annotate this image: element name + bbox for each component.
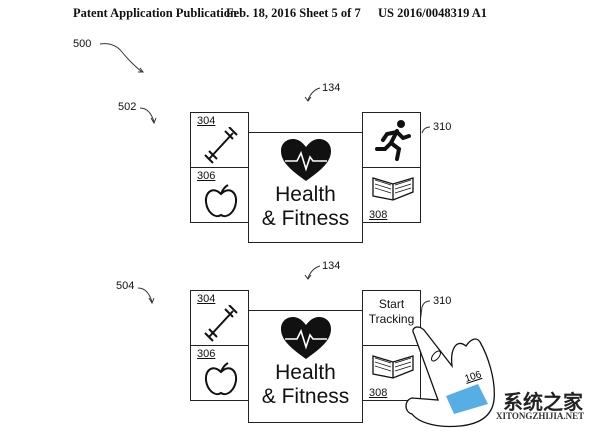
tile-label: 308 xyxy=(369,387,388,399)
tile-310-runner[interactable] xyxy=(362,112,421,168)
heart-pulse-icon xyxy=(280,317,331,359)
tile-title-line2: & Fitness xyxy=(261,207,350,230)
watermark-en: XITONGZHIJIA.NET xyxy=(496,411,585,421)
apple-icon xyxy=(204,184,238,218)
ref-310-top: 310 xyxy=(433,121,452,133)
start-tracking-line1: Start xyxy=(378,297,405,311)
ref-106: 106 xyxy=(464,369,484,385)
book-icon xyxy=(372,177,414,201)
ref-310-bottom: 310 xyxy=(433,295,452,307)
tile-308-book[interactable]: 308 xyxy=(362,345,421,401)
ref-500: 500 xyxy=(73,38,92,50)
runner-icon xyxy=(375,120,411,161)
apple-icon xyxy=(204,362,238,396)
start-tracking-line2: Tracking xyxy=(368,312,415,326)
tile-308-book[interactable]: 308 xyxy=(362,167,421,223)
tile-label: 306 xyxy=(197,170,216,182)
tile-306-apple[interactable]: 306 xyxy=(190,345,249,401)
tile-310-start-tracking[interactable]: Start Tracking xyxy=(362,290,421,346)
book-icon xyxy=(372,355,414,379)
tile-304-dumbbell[interactable]: 304 xyxy=(190,112,249,168)
tile-label: 306 xyxy=(197,348,216,360)
dumbbell-icon xyxy=(204,127,238,164)
watermark-cn: 系统之家 xyxy=(503,392,583,414)
tile-label: 304 xyxy=(197,115,216,127)
tile-label: 304 xyxy=(197,293,216,305)
ref-134-bottom: 134 xyxy=(322,260,341,272)
dumbbell-icon xyxy=(204,305,238,342)
header-title: Patent Application Publication xyxy=(73,6,237,20)
tile-label: 308 xyxy=(369,209,388,221)
tile-306-apple[interactable]: 306 xyxy=(190,167,249,223)
header-patent-number: US 2016/0048319 A1 xyxy=(378,6,488,20)
heart-pulse-icon xyxy=(280,139,331,181)
header-date-sheet: Feb. 18, 2016 Sheet 5 of 7 xyxy=(226,6,361,20)
ref-502: 502 xyxy=(118,101,137,113)
tile-health-fitness[interactable]: Health & Fitness xyxy=(248,132,363,243)
ref-134-top: 134 xyxy=(322,82,341,94)
tile-title-line2: & Fitness xyxy=(261,385,350,408)
ref-504: 504 xyxy=(116,280,135,292)
tile-title-line1: Health xyxy=(275,361,336,384)
tile-title-line1: Health xyxy=(275,183,336,206)
